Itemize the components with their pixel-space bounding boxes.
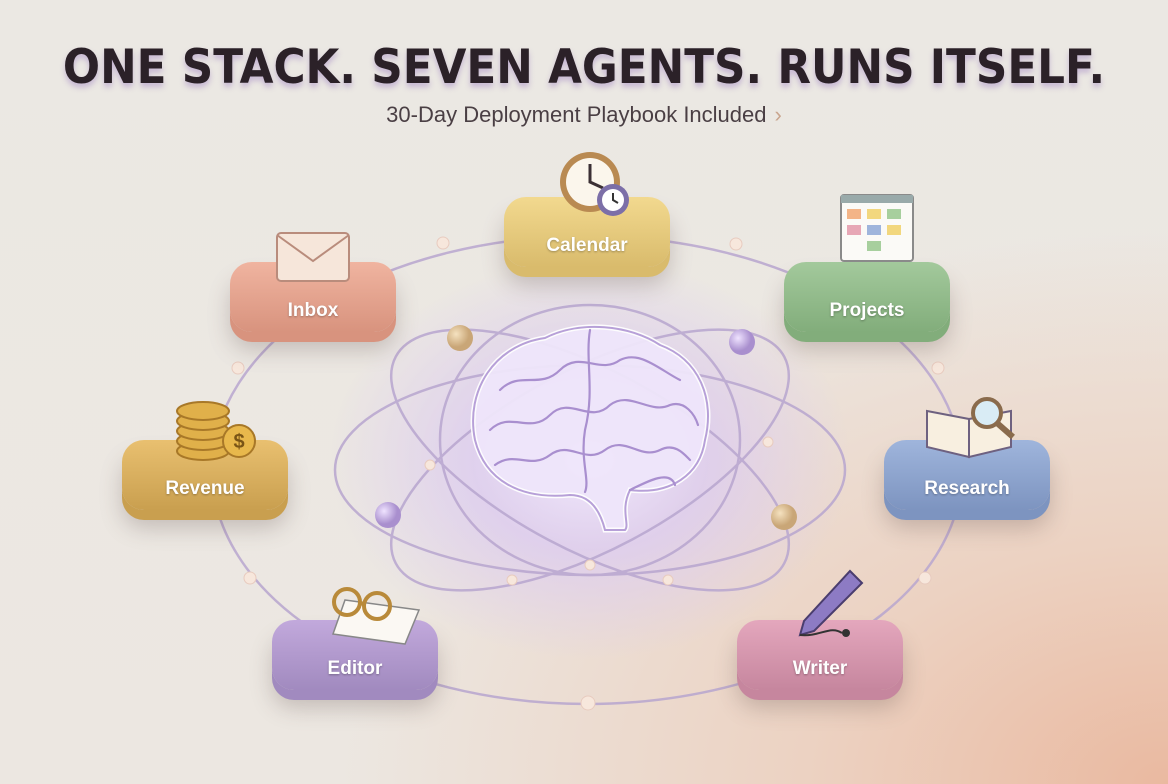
clock-icon <box>557 150 637 227</box>
brain-icon <box>470 324 711 533</box>
svg-text:$: $ <box>233 431 244 453</box>
envelope-icon <box>273 227 353 292</box>
orbit-nodes <box>231 236 945 711</box>
agent-label: Calendar <box>546 235 628 256</box>
agent-label: Inbox <box>287 300 339 321</box>
agent-label: Research <box>924 478 1010 499</box>
headline: ONE STACK. SEVEN AGENTS. RUNS ITSELF. <box>62 40 1106 95</box>
inner-orbit-4 <box>438 303 742 577</box>
coins-icon: $ <box>173 395 263 470</box>
chevron-right-icon: › <box>774 102 782 127</box>
agent-label: Editor <box>327 658 383 679</box>
book-magnifier-icon <box>921 391 1021 466</box>
agent-tile-projects[interactable]: Projects <box>784 262 950 332</box>
kanban-board-icon <box>837 191 917 276</box>
pen-icon <box>790 565 870 650</box>
subtitle-link[interactable]: 30-Day Deployment Playbook Included › <box>0 102 1168 128</box>
agent-tile-writer[interactable]: Writer <box>737 620 903 690</box>
agent-label: Revenue <box>165 478 245 499</box>
agent-label: Projects <box>829 300 905 321</box>
glasses-document-icon <box>315 580 425 655</box>
agent-label: Writer <box>792 658 848 679</box>
subtitle-text: 30-Day Deployment Playbook Included <box>386 102 767 127</box>
